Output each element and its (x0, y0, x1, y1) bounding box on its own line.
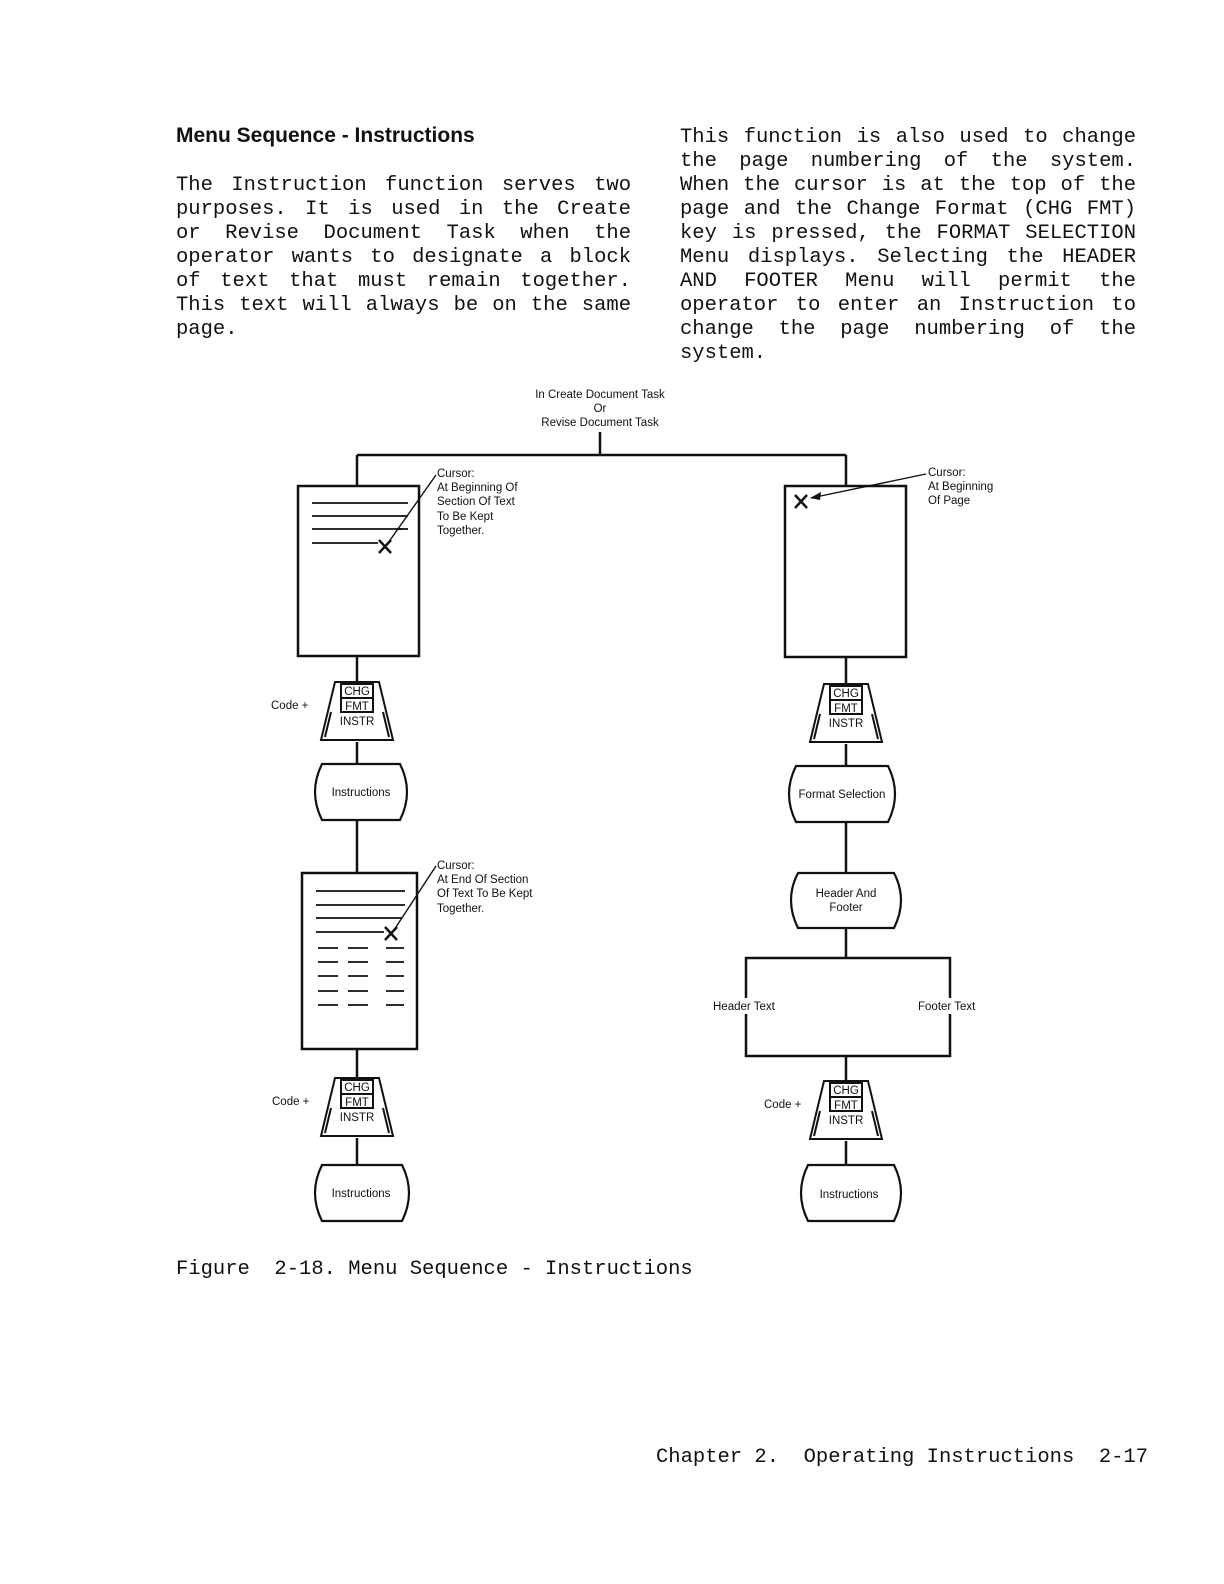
key-label: INSTR (829, 718, 864, 730)
header-footer-menu-label: Header And (816, 888, 877, 900)
cursor-note-1-line: Section Of Text (437, 496, 516, 508)
header-footer-menu-label: Footer (829, 902, 862, 914)
key-label: INSTR (340, 1112, 375, 1124)
key-label: FMT (834, 1100, 858, 1112)
section-heading: Menu Sequence - Instructions (176, 124, 475, 147)
chg-fmt-instr-key-icon (808, 683, 884, 743)
cursor-note-3-line: Together. (437, 903, 484, 915)
key-label: CHG (344, 1082, 370, 1094)
key-label: CHG (344, 686, 370, 698)
top-label-line: Revise Document Task (541, 417, 659, 429)
right-paragraph: This function is also used to change the… (680, 126, 1136, 365)
code-plus-label: Code + (764, 1099, 802, 1111)
cursor-note-1-line: Cursor: (437, 468, 475, 480)
chg-fmt-instr-key-icon (319, 681, 395, 741)
key-label: INSTR (829, 1115, 864, 1127)
key-label: CHG (833, 1085, 859, 1097)
top-label-line: In Create Document Task (535, 389, 665, 401)
instructions-menu-label: Instructions (332, 787, 391, 799)
figure-caption: Figure 2-18. Menu Sequence - Instruction… (176, 1258, 693, 1281)
cursor-note-3-line: Of Text To Be Kept (437, 888, 533, 900)
cursor-note-2-line: Cursor: (928, 467, 966, 479)
code-plus-label: Code + (272, 1096, 310, 1108)
chg-fmt-instr-key-icon (319, 1077, 395, 1137)
key-label: CHG (833, 688, 859, 700)
arrowhead-icon (810, 492, 821, 500)
header-text-label: Header Text (713, 1001, 776, 1013)
cursor-note-1-line: At Beginning Of (437, 482, 518, 494)
cursor-note-3-line: At End Of Section (437, 874, 528, 886)
cursor-note-3-line: Cursor: (437, 860, 475, 872)
cursor-note-2-line: Of Page (928, 495, 970, 507)
chg-fmt-instr-key-icon (808, 1080, 884, 1140)
format-selection-menu-label: Format Selection (799, 789, 886, 801)
cursor-note-2-line: At Beginning (928, 481, 993, 493)
footer-text-label: Footer Text (918, 1001, 976, 1013)
key-label: FMT (834, 703, 858, 715)
cursor-note-1-line: To Be Kept (437, 511, 494, 523)
key-label: FMT (345, 701, 369, 713)
cursor-x-icon (794, 494, 808, 509)
top-label-line: Or (594, 403, 607, 415)
instructions-menu-label: Instructions (820, 1189, 879, 1201)
code-plus-label: Code + (271, 700, 309, 712)
key-label: FMT (345, 1097, 369, 1109)
left-paragraph: The Instruction function serves two purp… (176, 174, 631, 341)
key-label: INSTR (340, 716, 375, 728)
instructions-menu-label: Instructions (332, 1188, 391, 1200)
page-footer: Chapter 2. Operating Instructions 2-17 (656, 1446, 1149, 1469)
cursor-note-1-line: Together. (437, 525, 484, 537)
